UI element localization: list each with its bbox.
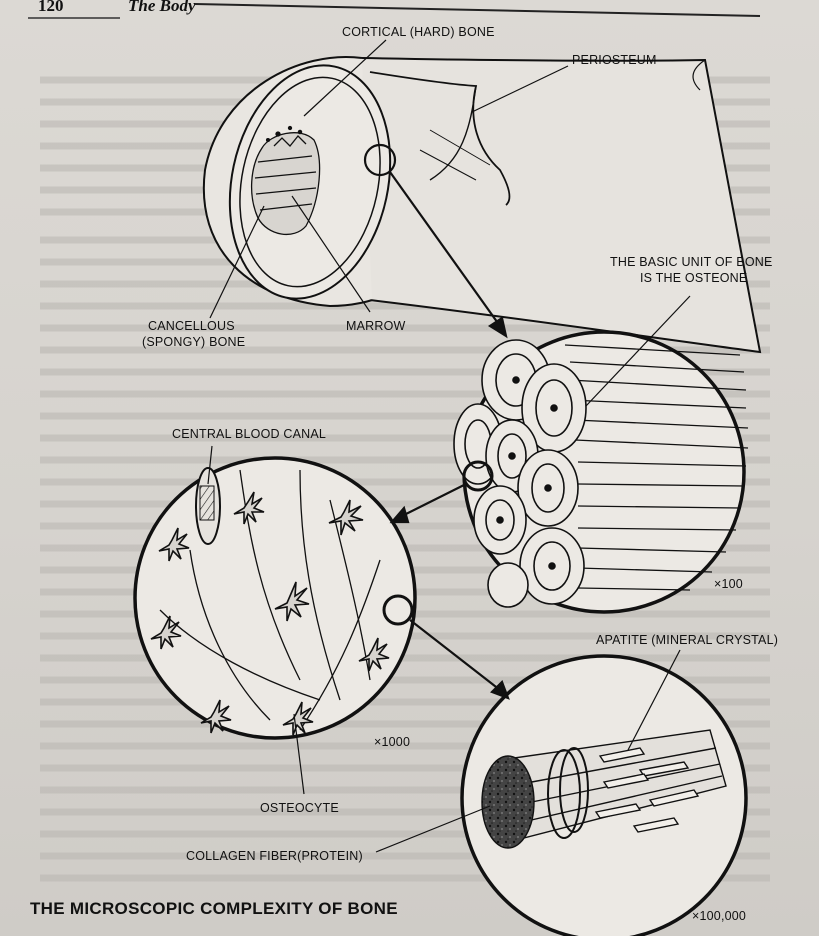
magnification-osteone: ×100 <box>714 577 743 591</box>
label-central-blood-canal: CENTRAL BLOOD CANAL <box>172 427 326 441</box>
zoom-marker-2 <box>462 460 494 492</box>
zoom-arrows <box>389 171 510 700</box>
osteocyte-cell <box>158 527 190 562</box>
bone-shaft <box>361 57 762 354</box>
cortical-ring <box>239 76 381 288</box>
osteocyte-cell <box>233 491 265 525</box>
label-osteocyte: OSTEOCYTE <box>260 801 339 815</box>
label-apatite: APATITE (MINERAL CRYSTAL) <box>596 633 778 647</box>
label-collagen-fiber: COLLAGEN FIBER(PROTEIN) <box>186 849 363 863</box>
page-number: 120 <box>38 0 64 15</box>
osteocyte-view <box>133 456 417 740</box>
header-rule <box>194 3 761 17</box>
osteone-lamellae <box>564 344 749 591</box>
zoom-marker-1 <box>363 143 397 177</box>
label-cortical-bone: CORTICAL (HARD) BONE <box>342 25 495 39</box>
periosteum-flap <box>369 71 511 206</box>
osteone-view <box>453 330 749 614</box>
label-marrow: MARROW <box>346 319 406 333</box>
running-header: 120 The Body <box>28 0 761 19</box>
zoom-marker-3 <box>382 594 414 626</box>
label-osteone-1: THE BASIC UNIT OF BONE <box>610 255 773 269</box>
arrow-to-collagen <box>409 619 501 691</box>
osteone-cells <box>453 339 587 608</box>
leader-lines <box>207 39 691 853</box>
arrow-to-osteone <box>389 171 501 327</box>
osteocyte-cell <box>150 615 182 650</box>
collagen-fiber <box>481 729 727 849</box>
label-osteone-2: IS THE OSTEONE <box>640 271 747 285</box>
cancellous-bone <box>250 125 321 236</box>
osteocyte-cell <box>328 499 364 536</box>
apatite-crystals <box>594 747 700 833</box>
osteocyte-cell <box>200 699 232 734</box>
label-periosteum: PERIOSTEUM <box>572 53 657 67</box>
osteocyte-cell <box>358 637 390 672</box>
running-title: The Body <box>128 0 196 15</box>
label-cancellous-2: (SPONGY) BONE <box>142 335 245 349</box>
figure-title: THE MICROSCOPIC COMPLEXITY OF BONE <box>30 899 398 918</box>
osteocytes <box>150 491 390 736</box>
label-cancellous-1: CANCELLOUS <box>148 319 235 333</box>
magnification-collagen: ×100,000 <box>692 909 746 923</box>
labels: CORTICAL (HARD) BONE PERIOSTEUM CANCELLO… <box>30 25 778 923</box>
magnification-osteocyte: ×1000 <box>374 735 410 749</box>
arrow-to-osteocyte <box>401 483 467 517</box>
osteocyte-cell <box>282 701 314 736</box>
collagen-view <box>460 654 748 936</box>
osteocyte-circle <box>133 456 417 740</box>
central-blood-canal <box>195 467 221 545</box>
osteocyte-cell <box>274 581 310 622</box>
fiber-cross-section <box>481 755 535 849</box>
